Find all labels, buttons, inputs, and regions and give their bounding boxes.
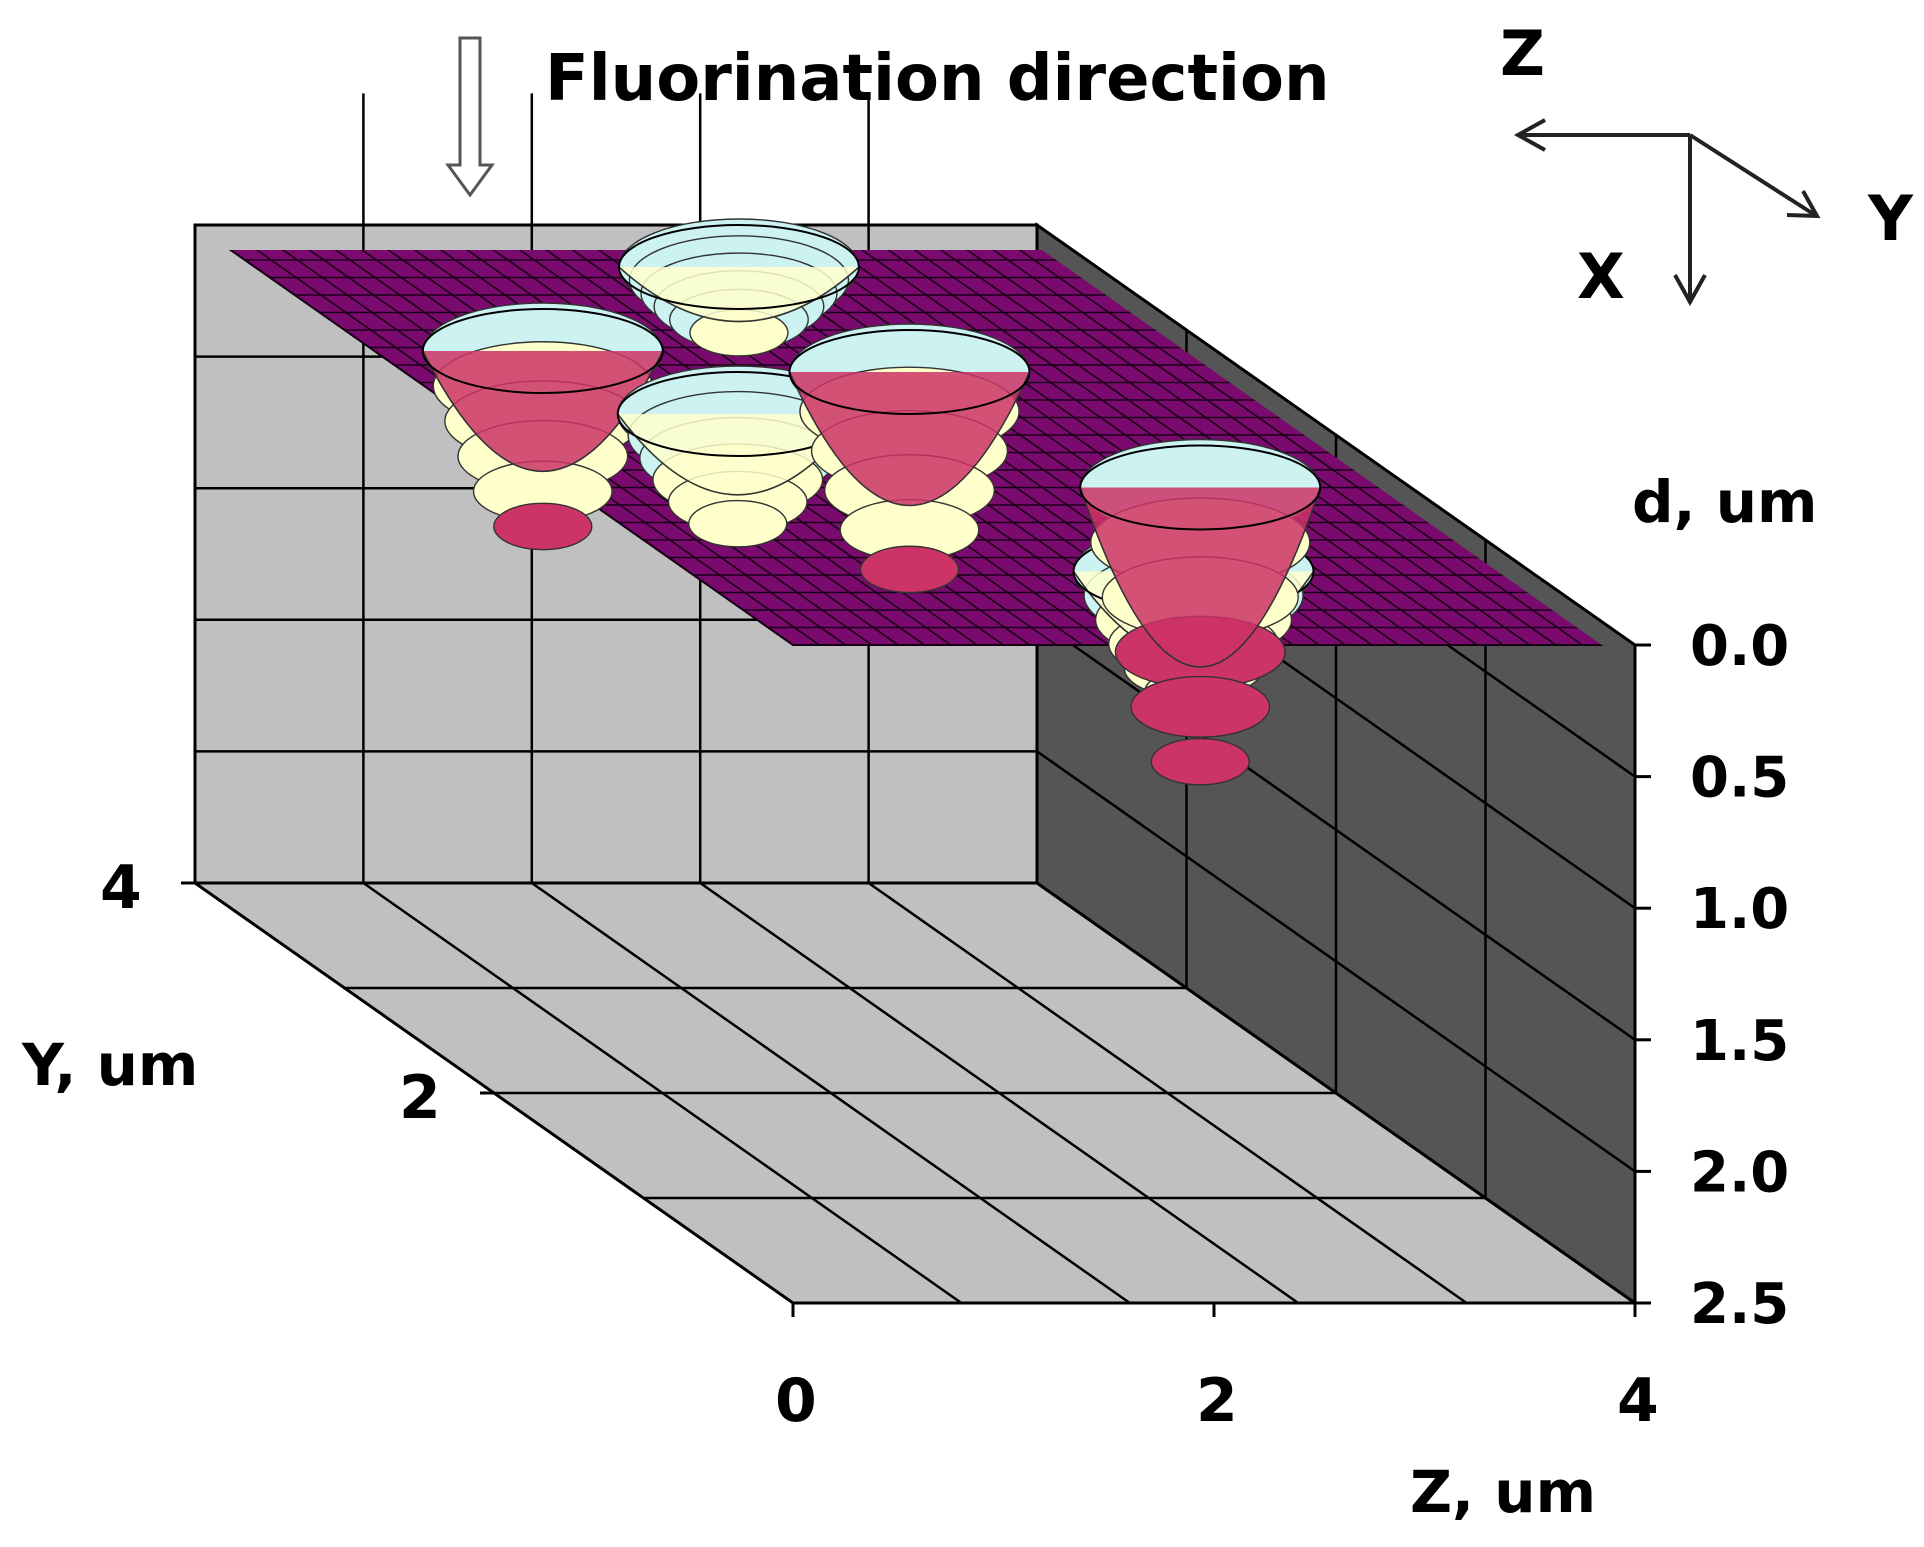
d-tick-label: 2.0 [1690,1140,1789,1205]
y-tick-label: 4 [100,853,142,923]
grid-lines [195,93,1636,1305]
d-tick-label: 1.0 [1690,877,1789,942]
triad-z-label: Z [1500,17,1545,90]
tick-labels: 0.0 0.5 1.0 1.5 2.0 2.5 0 2 4 2 4 [100,614,1789,1436]
pit-bowl [788,371,1031,507]
pit-rim [617,224,860,310]
surface-pit [421,302,664,551]
triad-x-label: X [1577,240,1625,313]
d-tick-label: 0.0 [1690,614,1789,679]
pit-layer [421,218,1322,786]
surface-pit [788,323,1031,594]
y-tick-label: 2 [399,1063,441,1133]
pit-bowl [1079,487,1322,668]
fluorination-arrow-icon [445,36,495,198]
surface-pit [617,218,860,357]
fluorination-label: Fluorination direction [545,42,1330,116]
pit-band [493,502,593,551]
surface-pit [616,365,859,548]
triad-y-label: Y [1867,182,1914,255]
d-axis-title: d, um [1632,468,1817,536]
z-axis-title: Z, um [1410,1458,1596,1526]
z-tick-label: 0 [775,1366,817,1436]
side-grid-line [1036,618,1636,1041]
pit-band [1150,737,1250,786]
d-tick-label: 1.5 [1690,1009,1789,1074]
tick-marks [181,643,1651,1317]
z-tick-label: 2 [1196,1366,1238,1436]
pit-band [1130,675,1271,738]
z-tick-label: 4 [1617,1366,1659,1436]
side-grid-line [1036,750,1636,1173]
pit-rim [788,329,1031,415]
orientation-triad-icon [1513,118,1821,307]
pit-band [859,545,960,594]
pit-bowl [618,266,860,323]
pit-rim [1079,444,1322,531]
surface-pit [1079,438,1322,786]
d-tick-label: 2.5 [1690,1272,1789,1337]
pit-rim [421,308,664,394]
pit-band [688,499,788,548]
d-tick-label: 0.5 [1690,746,1789,811]
y-axis-title: Y, um [21,1031,198,1099]
